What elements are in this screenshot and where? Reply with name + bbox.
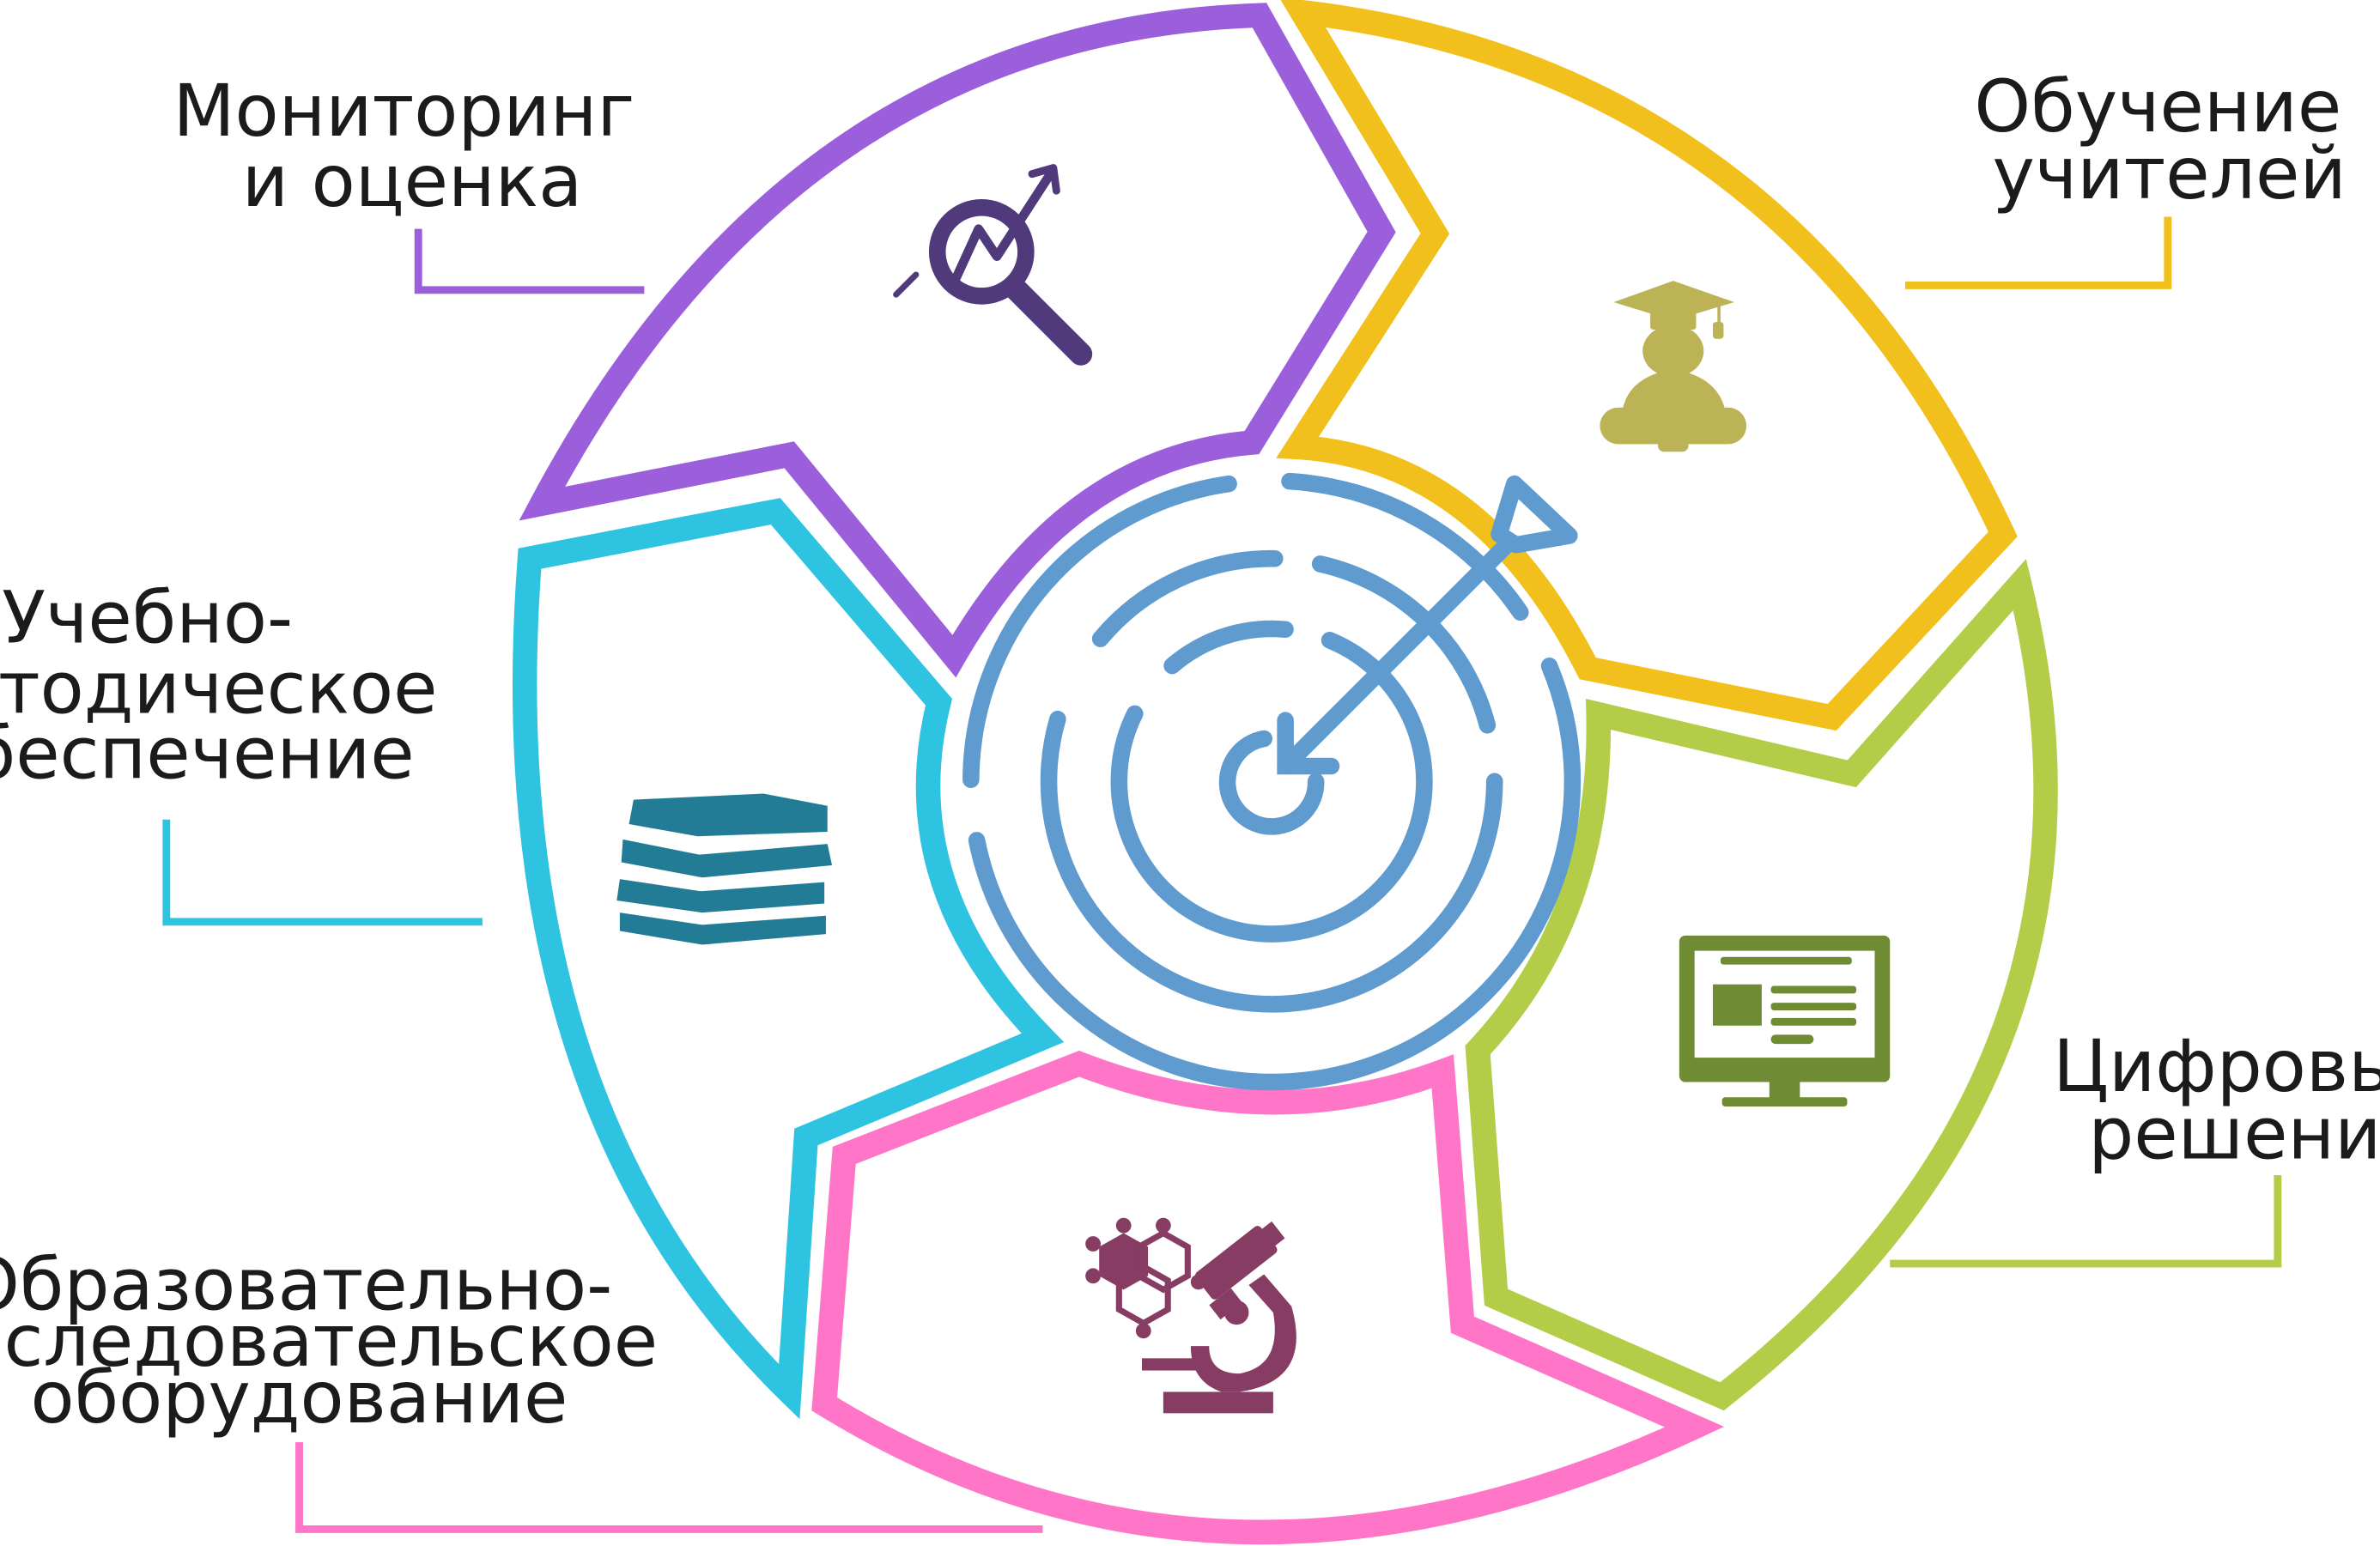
label-line: и оценка: [242, 139, 583, 223]
label-line: методическое: [0, 646, 438, 730]
label-line: Образовательно-: [0, 1242, 612, 1326]
label-line: учителей: [1992, 131, 2346, 215]
label-line: Обучение: [1974, 64, 2341, 149]
segment-methodical[interactable]: [512, 498, 1065, 1420]
label-line: решения: [2088, 1091, 2380, 1175]
target-bullseye: [1218, 730, 1325, 835]
leader-line-equipment: [295, 1442, 1043, 1533]
segment-equipment[interactable]: [811, 1050, 1725, 1545]
magnifier-chart-icon: [893, 164, 1093, 366]
leader-line-methodical: [162, 819, 483, 926]
label-line: Учебно-: [2, 575, 293, 659]
graduate-icon: [1600, 281, 1747, 452]
arrow-head: [1277, 712, 1340, 775]
arrow-fletching: [1491, 475, 1578, 554]
label-equipment: Образовательно- исследовательское оборуд…: [0, 1242, 681, 1440]
target-arrow-icon: [962, 472, 1582, 1091]
segment-monitoring[interactable]: [519, 3, 1396, 678]
label-line: Мониторинг: [173, 69, 634, 153]
books-icon: [616, 793, 833, 945]
label-line: исследовательское: [0, 1299, 658, 1383]
target-inner-ring: [1110, 620, 1433, 943]
label-monitoring: Мониторинг и оценка: [173, 69, 657, 223]
label-digital: Цифровые решения: [2053, 1024, 2380, 1175]
target-outer-ring: [962, 472, 1582, 1091]
leader-line-digital: [1890, 1174, 2282, 1268]
label-line: оборудование: [31, 1355, 568, 1440]
arrow-shaft: [1277, 535, 1517, 775]
label-line: Цифровые: [2053, 1024, 2380, 1108]
leader-line-monitoring: [414, 228, 645, 294]
label-line: обеспечение: [0, 712, 415, 796]
microscope-icon: [1085, 1217, 1296, 1414]
target-middle-ring: [1040, 549, 1503, 1013]
label-methodical: Учебно- методическое обеспечение: [0, 575, 460, 795]
monitor-icon: [1679, 935, 1891, 1106]
label-teachers: Обучение учителей: [1974, 64, 2364, 215]
leader-line-teachers: [1905, 216, 2172, 289]
